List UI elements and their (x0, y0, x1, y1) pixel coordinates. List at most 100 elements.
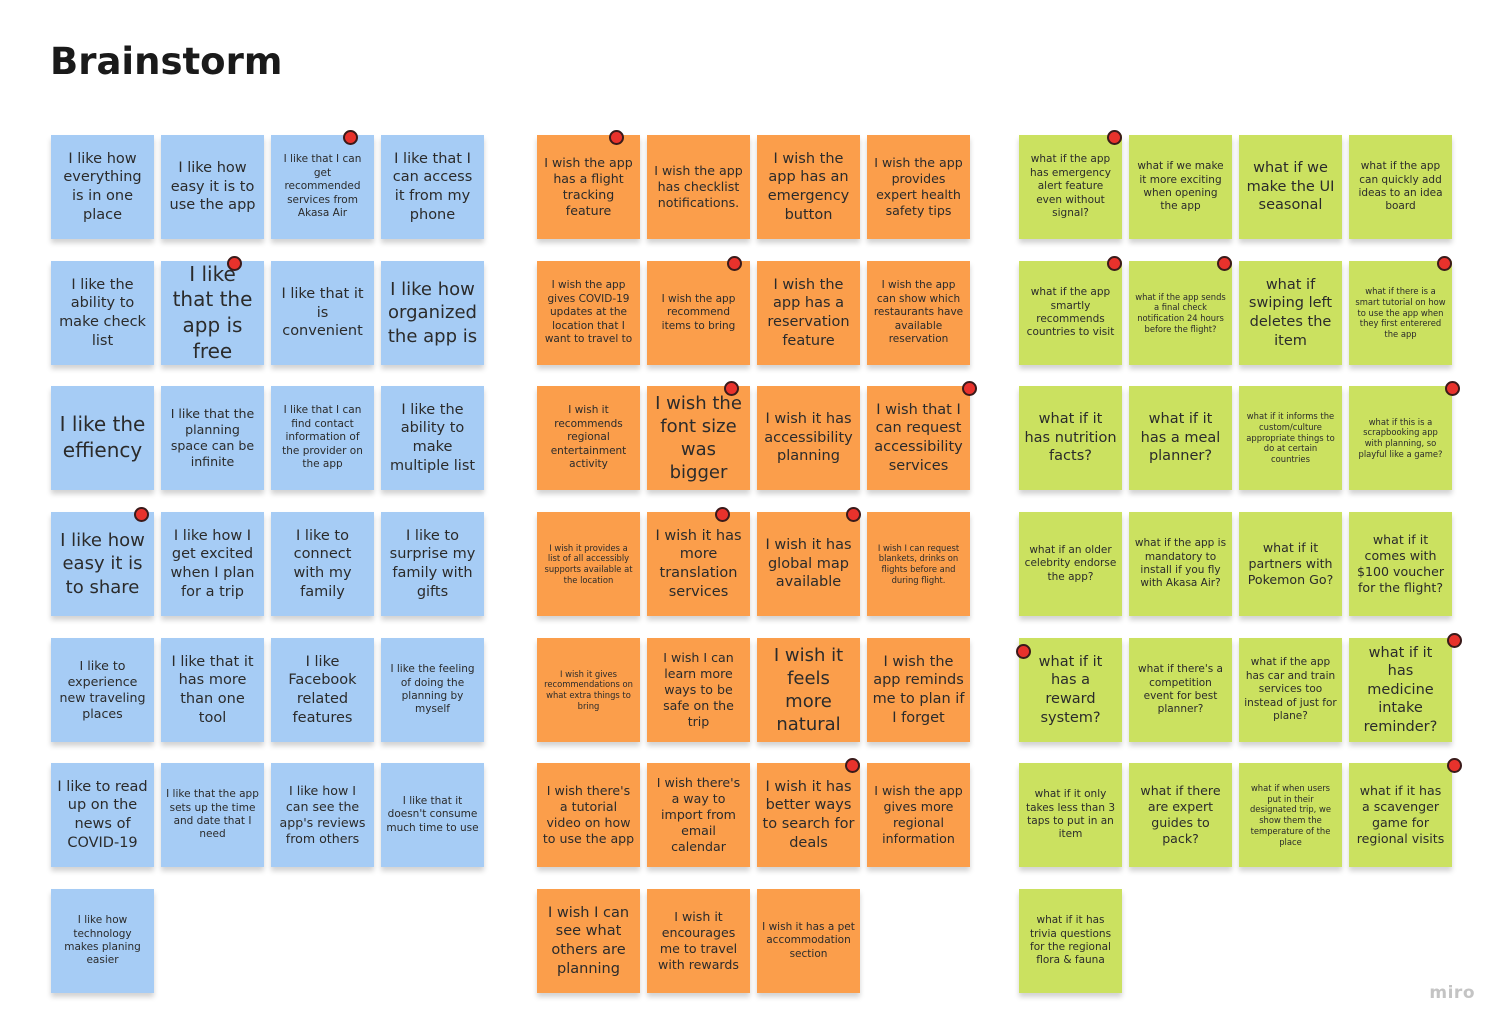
sticky-note[interactable]: I wish it encourages me to travel with r… (647, 889, 750, 993)
sticky-note[interactable]: what if the app has emergency alert feat… (1019, 135, 1122, 239)
vote-dot[interactable] (1107, 130, 1122, 145)
sticky-note[interactable]: I like that I can get recommended servic… (271, 135, 374, 239)
sticky-note[interactable]: I like the effiency (51, 386, 154, 490)
sticky-note-text: I wish the app has a flight tracking fea… (544, 154, 633, 219)
sticky-note[interactable]: I wish it has more translation services (647, 512, 750, 616)
sticky-note[interactable]: what if it has nutrition facts? (1019, 386, 1122, 490)
sticky-note[interactable]: I like that it doesn't consume much time… (381, 763, 484, 867)
sticky-note[interactable]: what if it partners with Pokemon Go? (1239, 512, 1342, 616)
vote-dot[interactable] (846, 507, 861, 522)
sticky-note[interactable]: what if there are expert guides to pack? (1129, 763, 1232, 867)
sticky-note[interactable]: I wish that I can request accessibility … (867, 386, 970, 490)
sticky-note[interactable]: what if the app can quickly add ideas to… (1349, 135, 1452, 239)
sticky-note[interactable]: I wish it has accessibility planning (757, 386, 860, 490)
sticky-note[interactable]: what if the app is mandatory to install … (1129, 512, 1232, 616)
sticky-note[interactable]: I wish I can request blankets, drinks on… (867, 512, 970, 616)
sticky-note[interactable]: I like to experience new traveling place… (51, 638, 154, 742)
sticky-note[interactable]: I like that it is convenient (271, 261, 374, 365)
sticky-note[interactable]: I like that the app is free (161, 261, 264, 365)
sticky-note[interactable]: I wish the app has a flight tracking fea… (537, 135, 640, 239)
sticky-note-text: I like that I can get recommended servic… (283, 153, 362, 220)
sticky-note[interactable]: I wish it has better ways to search for … (757, 763, 860, 867)
sticky-note[interactable]: I wish the app has an emergency button (757, 135, 860, 239)
sticky-note[interactable]: what if there's a competition event for … (1129, 638, 1232, 742)
sticky-note[interactable]: what if this is a scrapbooking app with … (1349, 386, 1452, 490)
sticky-note[interactable]: what if when users put in their designat… (1239, 763, 1342, 867)
sticky-note[interactable]: I like how technology makes planing easi… (51, 889, 154, 993)
vote-dot[interactable] (609, 130, 624, 145)
sticky-note[interactable]: I wish the app provides expert health sa… (867, 135, 970, 239)
sticky-note[interactable]: I wish it feels more natural (757, 638, 860, 742)
vote-dot[interactable] (1447, 758, 1462, 773)
vote-dot[interactable] (1016, 644, 1031, 659)
sticky-note[interactable]: I wish it has a pet accommodation sectio… (757, 889, 860, 993)
sticky-note[interactable]: what if there is a smart tutorial on how… (1349, 261, 1452, 365)
sticky-note[interactable]: what if swiping left deletes the item (1239, 261, 1342, 365)
sticky-note-text: I wish it has accessibility planning (764, 411, 853, 465)
sticky-note[interactable]: I like to surprise my family with gifts (381, 512, 484, 616)
sticky-note[interactable]: I wish the app reminds me to plan if I f… (867, 638, 970, 742)
sticky-note[interactable]: I wish the app has checklist notificatio… (647, 135, 750, 239)
sticky-note[interactable]: what if we make it more exciting when op… (1129, 135, 1232, 239)
sticky-note[interactable]: I wish it recommends regional entertainm… (537, 386, 640, 490)
sticky-note[interactable]: what if it informs the custom/culture ap… (1239, 386, 1342, 490)
vote-dot[interactable] (1217, 256, 1232, 271)
sticky-note[interactable]: I like how organized the app is (381, 261, 484, 365)
sticky-note[interactable]: I like how I get excited when I plan for… (161, 512, 264, 616)
sticky-note[interactable]: what if we make the UI seasonal (1239, 135, 1342, 239)
vote-dot[interactable] (1445, 381, 1460, 396)
sticky-note[interactable]: I like the ability to make multiple list (381, 386, 484, 490)
sticky-note[interactable]: I wish the app gives COVID-19 updates at… (537, 261, 640, 365)
sticky-note[interactable]: I wish it gives recommendations on what … (537, 638, 640, 742)
sticky-note[interactable]: what if it has trivia questions for the … (1019, 889, 1122, 993)
sticky-note[interactable]: what if it has a scavenger game for regi… (1349, 763, 1452, 867)
sticky-note[interactable]: I like how I can see the app's reviews f… (271, 763, 374, 867)
sticky-note[interactable]: I wish it provides a list of all accessi… (537, 512, 640, 616)
sticky-note[interactable]: I like that the planning space can be in… (161, 386, 264, 490)
vote-dot[interactable] (1437, 256, 1452, 271)
sticky-note[interactable]: I wish there's a tutorial video on how t… (537, 763, 640, 867)
sticky-note[interactable]: what if the app smartly recommends count… (1019, 261, 1122, 365)
sticky-note[interactable]: I like that I can access it from my phon… (381, 135, 484, 239)
vote-dot[interactable] (343, 130, 358, 145)
sticky-note[interactable]: I wish there's a way to import from emai… (647, 763, 750, 867)
sticky-note[interactable]: I like how easy it is to share (51, 512, 154, 616)
sticky-note[interactable]: I like to connect with my family (271, 512, 374, 616)
vote-dot[interactable] (724, 381, 739, 396)
vote-dot[interactable] (962, 381, 977, 396)
vote-dot[interactable] (227, 256, 242, 271)
sticky-note[interactable]: what if it comes with $100 voucher for t… (1349, 512, 1452, 616)
sticky-note[interactable]: I like how everything is in one place (51, 135, 154, 239)
sticky-note[interactable]: I wish the app recommend items to bring (647, 261, 750, 365)
sticky-note[interactable]: I like Facebook related features (271, 638, 374, 742)
sticky-note[interactable]: what if the app sends a final check noti… (1129, 261, 1232, 365)
sticky-note[interactable]: I like that I can find contact informati… (271, 386, 374, 490)
sticky-note[interactable]: I like that the app sets up the time and… (161, 763, 264, 867)
sticky-note[interactable]: I like how easy it is to use the app (161, 135, 264, 239)
sticky-note-text: I wish it recommends regional entertainm… (550, 404, 627, 471)
sticky-note[interactable]: what if it has a reward system? (1019, 638, 1122, 742)
sticky-note[interactable]: I like that it has more than one tool (161, 638, 264, 742)
sticky-note[interactable]: I wish the app has a reservation feature (757, 261, 860, 365)
sticky-note[interactable]: what if an older celebrity endorse the a… (1019, 512, 1122, 616)
sticky-note[interactable]: what if the app has car and train servic… (1239, 638, 1342, 742)
sticky-note[interactable]: I wish I can learn more ways to be safe … (647, 638, 750, 742)
vote-dot[interactable] (715, 507, 730, 522)
sticky-note[interactable]: I like the feeling of doing the planning… (381, 638, 484, 742)
sticky-note-text: what if there is a smart tutorial on how… (1355, 286, 1446, 340)
sticky-note[interactable]: I like to read up on the news of COVID-1… (51, 763, 154, 867)
vote-dot[interactable] (134, 507, 149, 522)
sticky-note[interactable]: what if it has a meal planner? (1129, 386, 1232, 490)
vote-dot[interactable] (727, 256, 742, 271)
sticky-note[interactable]: what if it only takes less than 3 taps t… (1019, 763, 1122, 867)
sticky-note[interactable]: I wish I can see what others are plannin… (537, 889, 640, 993)
sticky-note[interactable]: I wish it has global map available (757, 512, 860, 616)
sticky-note[interactable]: I wish the app can show which restaurant… (867, 261, 970, 365)
vote-dot[interactable] (845, 758, 860, 773)
sticky-note[interactable]: I wish the app gives more regional infor… (867, 763, 970, 867)
vote-dot[interactable] (1447, 633, 1462, 648)
sticky-note[interactable]: I wish the font size was bigger (647, 386, 750, 490)
sticky-note[interactable]: what if it has medicine intake reminder? (1349, 638, 1452, 742)
sticky-note[interactable]: I like the ability to make check list (51, 261, 154, 365)
vote-dot[interactable] (1107, 256, 1122, 271)
